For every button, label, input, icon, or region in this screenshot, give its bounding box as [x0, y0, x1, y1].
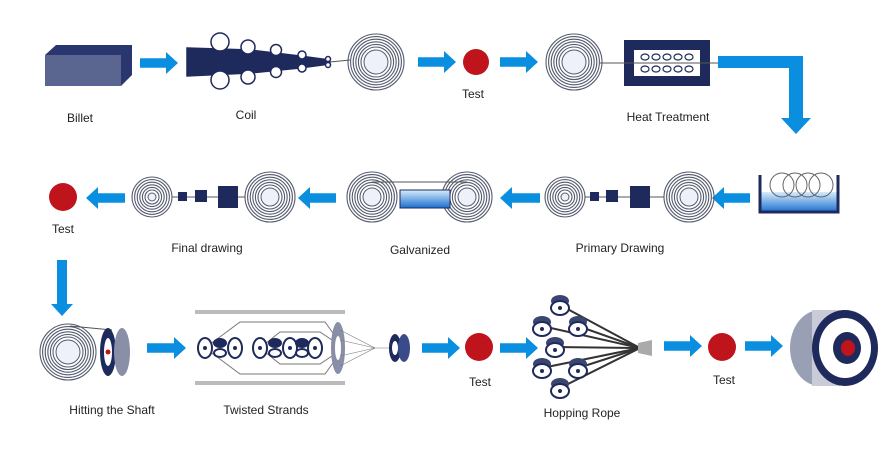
bobbin-icon — [550, 378, 570, 399]
strand-line — [541, 325, 641, 349]
label-hitting-the-shaft: Hitting the Shaft — [69, 403, 155, 417]
bobbin-icon — [252, 337, 268, 359]
wire-coil-icon — [131, 176, 173, 218]
arrow-right — [418, 51, 456, 73]
arrow-right — [745, 335, 783, 357]
test-marker-3 — [465, 333, 493, 361]
stranding-machine — [195, 310, 410, 385]
primary-drawing-dies — [585, 186, 664, 208]
wire-coil-icon — [244, 171, 296, 223]
wire-coil-icon — [545, 33, 603, 91]
label-twisted-strands: Twisted Strands — [223, 403, 308, 417]
bobbin-icon — [197, 337, 213, 359]
bobbin-icon — [550, 295, 570, 316]
billet-block — [45, 45, 132, 86]
bobbin-icon — [295, 338, 309, 348]
arrow-left — [712, 187, 750, 209]
rope-closing-machine — [532, 295, 652, 399]
wire-coil-icon — [39, 323, 97, 381]
arrow-right — [664, 335, 702, 357]
bobbin-icon — [568, 316, 588, 337]
test-marker-1 — [463, 49, 489, 75]
arrow-elbow-down — [718, 56, 811, 134]
finished-rope-reel — [790, 310, 878, 386]
arrow-left — [86, 187, 125, 209]
strand-line — [554, 346, 641, 349]
label-final-drawing: Final drawing — [171, 241, 242, 255]
label-hopping-rope: Hopping Rope — [544, 406, 621, 420]
test-marker-2 — [49, 183, 77, 211]
wire-coil-icon — [663, 171, 715, 223]
bobbin-icon — [545, 337, 565, 358]
label-primary-drawing: Primary Drawing — [576, 241, 665, 255]
arrow-left — [298, 187, 336, 209]
strand-line — [541, 347, 641, 369]
label-test-1: Test — [462, 87, 485, 101]
galvanizing-bath — [372, 181, 467, 209]
strand-line — [577, 325, 641, 349]
label-test-2: Test — [52, 222, 75, 236]
wire-coil-icon — [346, 171, 398, 223]
arrow-down — [51, 260, 73, 316]
flow-arrows — [51, 51, 811, 359]
bobbin-icon — [268, 338, 282, 348]
final-drawing-dies — [172, 186, 245, 208]
wire-coil-icon — [544, 176, 586, 218]
strand-line — [559, 304, 641, 349]
bobbin-icon — [532, 316, 552, 337]
bobbin-icon — [213, 338, 227, 348]
arrow-right — [500, 337, 538, 359]
bobbin-icon — [568, 358, 588, 379]
heat-treatment-furnace — [600, 40, 718, 86]
label-coil: Coil — [236, 108, 257, 122]
shaft-spool — [69, 325, 130, 376]
bobbin-icon — [532, 358, 552, 379]
bobbin-icon — [282, 337, 298, 359]
cooling-bath — [758, 172, 840, 214]
strand-line — [577, 347, 641, 369]
wire-coil-icon — [347, 33, 405, 91]
arrow-right — [422, 337, 460, 359]
arrow-right — [140, 52, 178, 74]
label-galvanized: Galvanized — [390, 243, 450, 257]
test-marker-4 — [708, 333, 736, 361]
label-billet: Billet — [67, 111, 94, 125]
label-heat-treatment: Heat Treatment — [627, 110, 710, 124]
bobbin-icon — [307, 337, 323, 359]
label-test-4: Test — [713, 373, 736, 387]
arrow-right — [147, 337, 186, 359]
arrow-left — [500, 187, 540, 209]
bobbin-icon — [227, 337, 243, 359]
rolling-mill — [186, 32, 351, 90]
coils — [39, 33, 715, 381]
strand-line — [559, 347, 641, 389]
arrow-right — [500, 51, 538, 73]
label-test-3: Test — [469, 375, 492, 389]
